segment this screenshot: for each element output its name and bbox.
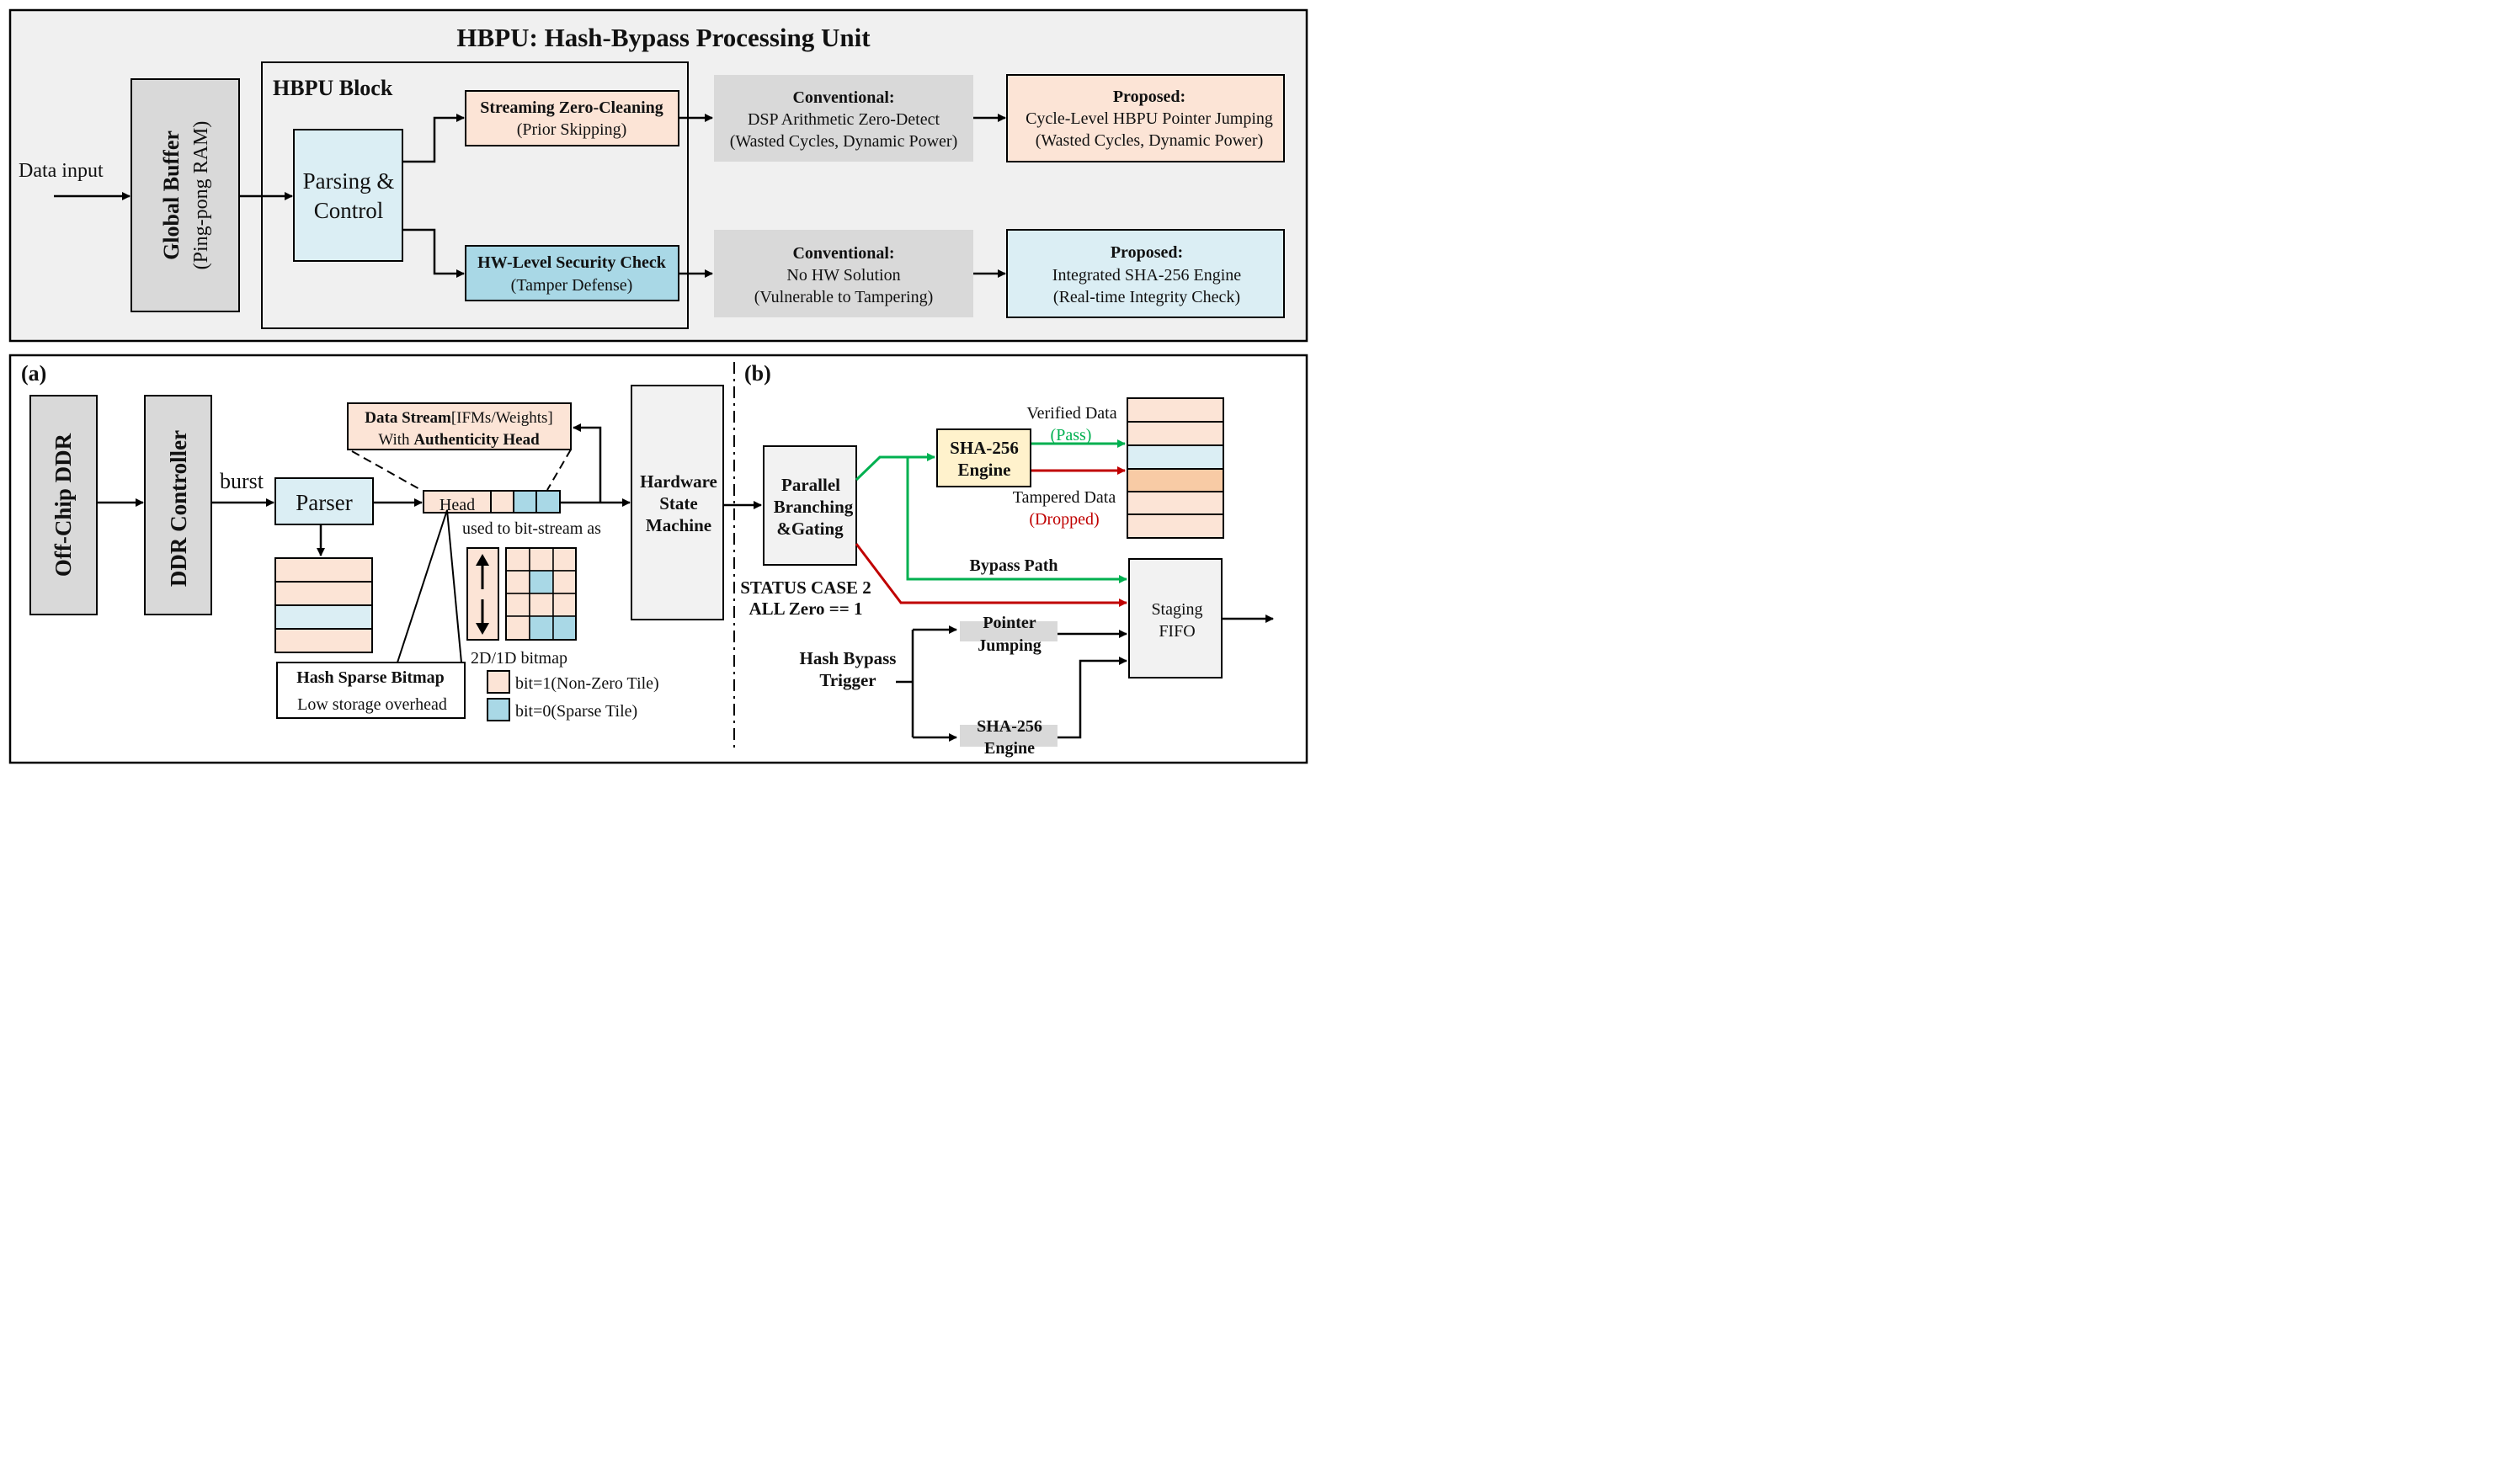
sha256-engine-box [936,428,1031,487]
off-chip-ddr [29,395,98,615]
sha256-engine-line2: Engine [957,460,1010,480]
prop2-line1: Integrated SHA-256 Engine [1052,266,1242,285]
legend-sparse-label: bit=0(Sparse Tile) [515,702,637,721]
red-branch-arrow [855,543,1127,607]
security-subtitle: (Tamper Defense) [511,276,633,295]
conv2-line2: (Vulnerable to Tampering) [754,288,934,306]
hsm-line3: Machine [646,515,711,535]
pass-label: (Pass) [1051,426,1092,444]
parsing-line2: Control [314,198,384,223]
zero-cleaning-subtitle: (Prior Skipping) [517,120,627,139]
prop1-title: Proposed: [1113,88,1185,106]
prop1-line2: (Wasted Cycles, Dynamic Power) [1036,131,1264,150]
data-stream-line2: With Authenticity Head [378,431,540,449]
bitmap-label: 2D/1D bitmap [471,649,567,668]
legend-nonzero-label: bit=1(Non-Zero Tile) [515,674,659,693]
hsm-line1: Hardware [640,471,717,492]
top-title: HBPU: Hash-Bypass Processing Unit [456,23,871,52]
sha256-engine-line1: SHA-256 [950,438,1019,458]
parallel-line3: &Gating [776,519,844,539]
ddr-controller-label: DDR Controller [166,430,191,587]
parser-buffer-stack [274,557,373,653]
conv1-line2: (Wasted Cycles, Dynamic Power) [730,132,958,151]
zero-cleaning-box [465,90,679,146]
stream-feedback-arrow [573,423,602,503]
data-stream-line1: Data Stream[IFMs/Weights] [365,409,552,427]
parsing-to-security-arrow [402,228,465,278]
global-buffer [131,78,240,312]
parsing-control [293,129,403,262]
tampered-data-label: Tampered Data [1013,488,1116,507]
hbpu-block [261,61,689,329]
panel-a-label: (a) [21,361,46,386]
bitmap-1d-arrows [476,554,489,635]
staging-line1: Staging [1151,600,1202,619]
prop2-line2: (Real-time Integrity Check) [1053,288,1240,306]
panel-b-label: (b) [744,361,771,386]
parser-box [274,477,374,525]
data-stream-callout [347,402,572,450]
off-chip-ddr-label: Off-Chip DDR [51,433,76,577]
parsing-to-zero-arrow [402,114,465,163]
hsm-line2: State [659,493,698,514]
proposed-box-2 [1006,229,1285,318]
trigger-line2: Trigger [819,670,876,690]
green-branch-arrow [855,453,935,482]
proposed-box-1 [1006,74,1285,162]
pointer-line1: Pointer [983,614,1036,632]
output-buffer-stack [1127,397,1224,539]
bypass-path-arrow [906,457,1127,583]
bitmap-2d-grid [505,547,577,641]
conv1-title: Conventional: [792,88,894,107]
staging-fifo [1128,558,1223,678]
hash-sparse-bitmap-box [276,662,466,719]
status-line1: STATUS CASE 2 [740,577,871,598]
global-buffer-title: Global Buffer [159,130,184,260]
callout-leader-right [546,449,572,491]
parallel-branching-box [763,445,857,566]
legend-swatch-nonzero [487,670,510,694]
trigger-line1: Hash Bypass [800,648,897,668]
hash-bitmap-leader [397,509,462,663]
parallel-line2: Branching [774,497,854,517]
bypass-path-label: Bypass Path [969,556,1058,575]
sha256-small-box [960,725,1058,747]
global-buffer-subtitle: (Ping-pong RAM) [190,121,212,270]
conventional-box-1 [714,75,973,162]
parallel-line1: Parallel [781,475,840,495]
parser-label: Parser [296,490,352,515]
hash-bitmap-subtitle: Low storage overhead [297,695,447,714]
prop1-line1: Cycle-Level HBPU Pointer Jumping [1026,109,1273,128]
staging-line2: FIFO [1159,622,1195,641]
conv1-line1: DSP Arithmetic Zero-Detect [748,110,940,129]
legend-swatch-sparse [487,698,510,721]
sha-to-fifo-arrow [1058,657,1127,739]
verified-data-label: Verified Data [1026,404,1116,423]
conv2-title: Conventional: [792,244,894,263]
ddr-controller [144,395,212,615]
conventional-box-2 [714,230,973,317]
hash-bitmap-title: Hash Sparse Bitmap [296,668,445,687]
head-label: Head [440,496,475,514]
status-line2: ALL Zero == 1 [749,599,863,619]
pointer-line2: Jumping [978,636,1042,655]
sha-small-line2: Engine [984,739,1035,758]
security-title: HW-Level Security Check [477,253,667,272]
conv2-line1: No HW Solution [786,266,900,285]
hardware-state-machine [631,385,724,620]
sha-small-line1: SHA-256 [977,717,1042,736]
data-input-label: Data input [19,160,104,182]
bitstream [423,490,561,514]
hbpu-diagram: HBPU: Hash-Bypass Processing Unit Data i… [8,8,1308,764]
zero-cleaning-title: Streaming Zero-Cleaning [480,98,663,117]
burst-label: burst [220,469,264,493]
dropped-label: (Dropped) [1029,510,1099,529]
parsing-line1: Parsing & [303,168,395,194]
prop2-title: Proposed: [1111,243,1183,262]
hbpu-block-title: HBPU Block [273,76,393,100]
pointer-jumping-box [960,621,1058,641]
used-label: used to bit-stream as [462,519,601,538]
